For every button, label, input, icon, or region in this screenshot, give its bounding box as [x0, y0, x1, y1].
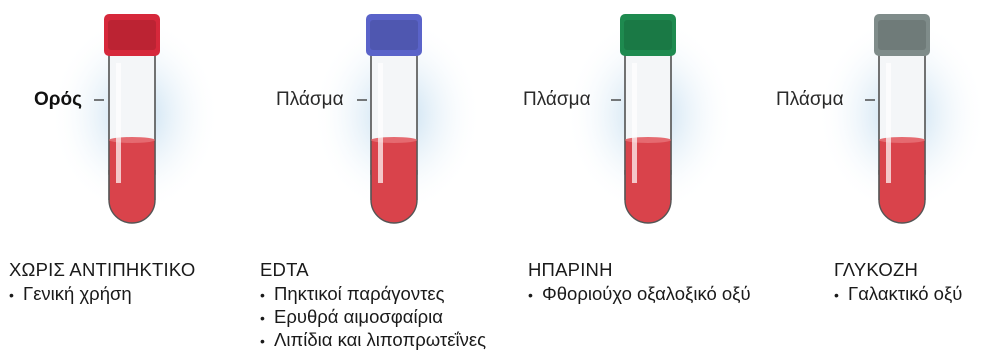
tube-title: EDTA	[260, 259, 309, 281]
side-label: Πλάσμα	[276, 89, 344, 111]
tube-illustration	[287, 0, 547, 260]
uses-list: •Γαλακτικό οξύ	[834, 283, 962, 306]
list-item: •Λιπίδια και λιποπρωτεΐνες	[260, 329, 486, 352]
tube-title: ΓΛΥΚΟΖΗ	[834, 259, 918, 281]
uses-list: •Πηκτικοί παράγοντες •Ερυθρά αιμοσφαίρια…	[260, 283, 486, 352]
list-item: •Γενική χρήση	[9, 283, 132, 306]
uses-list: •Φθοριούχο οξαλοξικό οξύ	[528, 283, 751, 306]
blood-fill	[109, 140, 155, 223]
tube-group-edta: Πλάσμα EDTA •Πηκτικοί παράγοντες •Ερυθρά…	[287, 0, 547, 352]
blood-fill	[371, 140, 417, 223]
tube-illustration	[797, 0, 1007, 260]
tube-group-heparin: Πλάσμα ΗΠΑΡΙΝΗ •Φθοριούχο οξαλοξικό οξύ	[540, 0, 800, 352]
tube-illustration	[20, 0, 280, 260]
side-label: Πλάσμα	[776, 89, 844, 111]
list-item: •Πηκτικοί παράγοντες	[260, 283, 486, 306]
tube-illustration	[540, 0, 800, 260]
blood-fill	[625, 140, 671, 223]
blood-fill	[879, 140, 925, 223]
tube-group-glucose: Πλάσμα ΓΛΥΚΟΖΗ •Γαλακτικό οξύ	[797, 0, 1007, 352]
side-label: Πλάσμα	[523, 89, 591, 111]
list-item: •Γαλακτικό οξύ	[834, 283, 962, 306]
tube-title: ΗΠΑΡΙΝΗ	[528, 259, 613, 281]
tube-title: ΧΩΡΙΣ ΑΝΤΙΠΗΚΤΙΚΟ	[9, 259, 195, 281]
uses-list: •Γενική χρήση	[9, 283, 132, 306]
side-label: Ορός	[34, 89, 82, 111]
list-item: •Ερυθρά αιμοσφαίρια	[260, 306, 486, 329]
tube-group-no-anticoagulant: Ορός ΧΩΡΙΣ ΑΝΤΙΠΗΚΤΙΚΟ •Γενική χρήση	[20, 0, 280, 352]
list-item: •Φθοριούχο οξαλοξικό οξύ	[528, 283, 751, 306]
